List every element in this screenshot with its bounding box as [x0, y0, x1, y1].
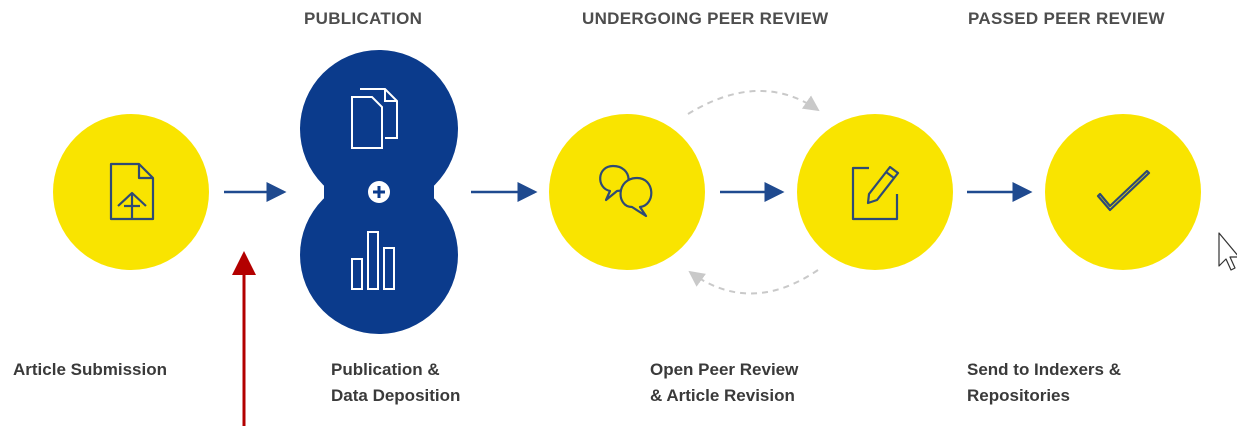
chat-bubbles-icon [599, 164, 653, 218]
revision-loop-arrow-bottom [688, 269, 819, 295]
revision-circle [797, 114, 953, 270]
edit-document-icon [851, 165, 900, 221]
passed-review-circle [1045, 114, 1201, 270]
mouse-cursor-icon [1218, 232, 1237, 271]
peer-review-circle [549, 114, 705, 270]
bar-chart-icon [351, 231, 395, 290]
publication-circles [300, 50, 458, 334]
documents-icon [351, 88, 398, 149]
heading-publication: PUBLICATION [304, 9, 423, 28]
heading-passed-peer-review: PASSED PEER REVIEW [968, 9, 1165, 28]
label-open-peer-review: Open Peer Review & Article Revision [650, 360, 799, 405]
submission-circle [53, 114, 209, 270]
document-upload-icon [109, 162, 155, 221]
heading-undergoing-peer-review: UNDERGOING PEER REVIEW [582, 9, 829, 28]
revision-loop-arrow-top [687, 89, 820, 115]
label-publication-data-deposition: Publication & Data Deposition [331, 360, 461, 405]
checkmark-icon [1096, 169, 1151, 212]
label-send-to-indexers: Send to Indexers & Repositories [967, 360, 1121, 405]
label-article-submission: Article Submission [13, 360, 167, 379]
plus-icon [368, 181, 390, 203]
